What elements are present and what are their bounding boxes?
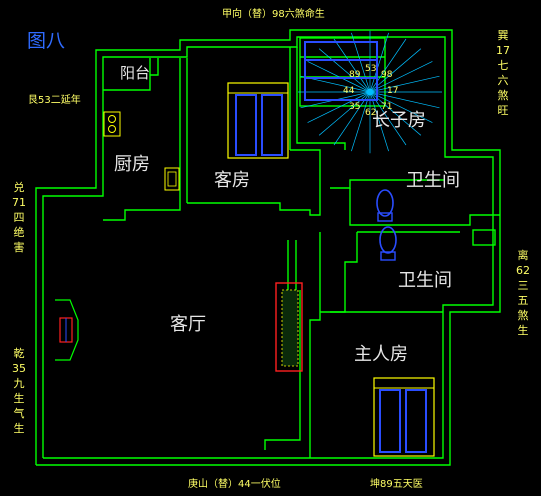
guest-room-wall <box>187 158 321 216</box>
compass-ray <box>307 61 371 93</box>
bottom-right-caption: 坤89五天医 <box>370 479 423 490</box>
compass-ray <box>369 48 422 93</box>
eldest-bed <box>304 41 378 101</box>
bottom-left-caption: 庚山（替）44一伏位 <box>188 479 281 490</box>
tv-wall <box>287 240 297 299</box>
stove <box>103 111 121 137</box>
room-label-bath1: 卫生间 <box>406 170 460 191</box>
outer-wall <box>35 29 501 466</box>
compass-center <box>366 88 374 96</box>
compass-ray <box>369 91 422 136</box>
compass-ray <box>369 61 433 93</box>
compass-ray <box>369 91 440 109</box>
bath1-bottom-wall <box>349 188 500 226</box>
compass-ray <box>369 32 389 93</box>
guest-room-wall-2 <box>290 149 321 158</box>
compass-lines <box>298 30 442 154</box>
kitchen-wall <box>103 58 181 221</box>
compass-ray <box>318 91 371 136</box>
right-top-vertical: 巽17七六煞旺 <box>496 29 510 117</box>
compass-number: 98 <box>381 70 393 80</box>
compass-number: 89 <box>349 70 361 80</box>
compass-number: 53 <box>365 64 377 74</box>
room-label-bath2: 卫生间 <box>398 270 452 291</box>
bath2-left-wall <box>330 232 358 313</box>
figure-label: 图八 <box>27 30 66 52</box>
master-left-wall <box>309 232 321 458</box>
room-label-living-room: 客厅 <box>170 314 206 335</box>
living-right-wall <box>264 290 301 450</box>
compass-ray <box>369 91 389 152</box>
top-caption: 甲向（替）98六煞命生 <box>222 9 325 20</box>
room-label-kitchen: 厨房 <box>114 154 150 175</box>
compass-number: 35 <box>349 102 361 112</box>
outer-wall-inner <box>42 36 494 459</box>
room-label-eldest-son-room: 长子房 <box>372 110 426 131</box>
balcony-wall-2 <box>150 58 159 76</box>
left-bottom-vertical: 乾35九生气生 <box>12 347 26 435</box>
compass-ray <box>307 91 371 123</box>
toilet-2 <box>379 226 397 261</box>
guest-bed <box>227 82 289 159</box>
left-mid-vertical: 兑71四绝害 <box>12 181 26 254</box>
compass-number: 17 <box>387 86 399 96</box>
toilet-1 <box>376 189 394 222</box>
compass-ray <box>369 91 433 123</box>
compass-number: 71 <box>381 102 393 112</box>
right-mid-vertical: 离62三五煞生 <box>516 249 530 337</box>
balcony-wall <box>103 58 151 91</box>
dining-table <box>55 299 79 361</box>
compass-ray <box>318 48 371 93</box>
bath1-top-wall <box>330 179 445 189</box>
left-top-caption: 艮53二延年 <box>28 95 81 106</box>
compass-number: 62 <box>365 108 377 118</box>
kitchen-sink <box>164 167 180 191</box>
room-label-master-room: 主人房 <box>354 344 408 365</box>
compass-ray <box>333 38 371 93</box>
eldest-room-wall <box>296 47 346 150</box>
master-bed <box>373 377 435 457</box>
compass-ray <box>369 75 440 93</box>
stair-box <box>299 37 386 107</box>
room-label-balcony: 阳台 <box>120 64 151 82</box>
sofa <box>275 282 303 372</box>
bath-fixture <box>472 229 496 246</box>
compass-ray <box>351 91 371 152</box>
room-label-guest-room: 客房 <box>214 170 250 191</box>
compass-number: 44 <box>343 86 355 96</box>
